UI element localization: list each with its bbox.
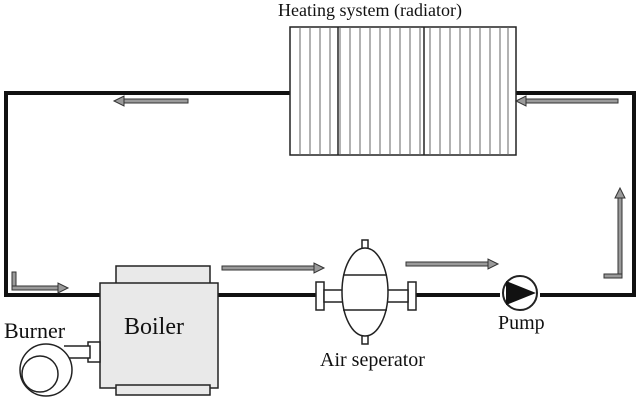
pipe-loop <box>4 91 636 297</box>
flow-arrow-right-side <box>603 186 626 279</box>
boiler-label: Boiler <box>124 314 184 340</box>
flow-arrow-top-left <box>112 95 189 107</box>
pipe-left-top <box>4 91 290 297</box>
flow-arrow-mid-left <box>221 262 326 274</box>
pump <box>502 275 538 311</box>
pump-label: Pump <box>498 312 545 334</box>
air-separator-label: Air seperator <box>320 349 425 371</box>
flow-arrow-mid-right <box>405 258 500 270</box>
boiler <box>87 265 219 396</box>
burner-label: Burner <box>4 318 66 343</box>
flow-arrow-left-corner <box>11 271 70 294</box>
radiator <box>289 26 517 156</box>
pipe-right-top <box>516 91 636 297</box>
air-separator <box>315 239 417 345</box>
flow-arrows <box>11 95 626 294</box>
flow-arrow-top-right <box>514 95 619 107</box>
radiator-label: Heating system (radiator) <box>278 0 462 20</box>
burner <box>19 343 91 397</box>
